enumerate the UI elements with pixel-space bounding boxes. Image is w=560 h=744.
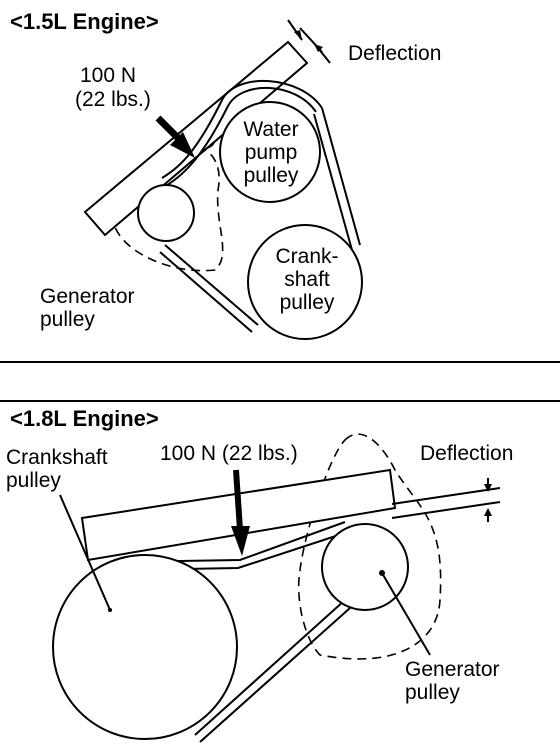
bottom-section-title: <1.8L Engine> xyxy=(10,406,159,431)
bottom-force-arrowhead xyxy=(231,526,250,556)
bottom-crankshaft-pulley xyxy=(52,554,238,740)
top-water-pump-pulley xyxy=(219,101,321,203)
bottom-crankshaft-label: Crankshaft pulley xyxy=(6,446,108,492)
bottom-force-arrow-shaft xyxy=(233,469,243,531)
bottom-generator-label: Generator pulley xyxy=(405,658,500,704)
top-engine-drawing xyxy=(83,19,363,340)
top-force-label-line1: 100 N xyxy=(80,64,137,87)
bottom-edge-extension-lower xyxy=(391,501,501,519)
bottom-engine-drawing xyxy=(52,433,501,743)
bottom-crankshaft-leader xyxy=(59,494,111,611)
bottom-deflection-arrowhead-lower xyxy=(484,508,492,516)
top-crankshaft-label: Crank- shaft pulley xyxy=(275,245,339,314)
bottom-generator-pulley xyxy=(321,523,409,611)
bottom-deflection-arrowhead-upper xyxy=(484,484,492,492)
bottom-generator-leader xyxy=(381,572,431,656)
top-belt xyxy=(159,80,361,333)
bottom-generator-bracket xyxy=(297,433,442,660)
top-deflection-gap xyxy=(299,27,323,53)
bottom-deflection-label: Deflection xyxy=(420,442,514,465)
top-crankshaft-pulley xyxy=(247,224,363,340)
top-deflection-arrowhead-upper xyxy=(294,30,302,40)
top-force-arrowhead xyxy=(170,132,195,158)
top-generator-pulley xyxy=(137,184,195,242)
top-force-label-line2: (22 lbs.) xyxy=(75,88,151,111)
bottom-edge-extension xyxy=(391,487,501,505)
top-water-pump-label: Water pump pulley xyxy=(243,118,299,187)
top-deflection-label: Deflection xyxy=(348,42,442,65)
top-section-title: <1.5L Engine> xyxy=(10,9,159,34)
top-generator-label: Generator pulley xyxy=(40,285,135,331)
bottom-force-label: 100 N (22 lbs.) xyxy=(160,442,298,465)
